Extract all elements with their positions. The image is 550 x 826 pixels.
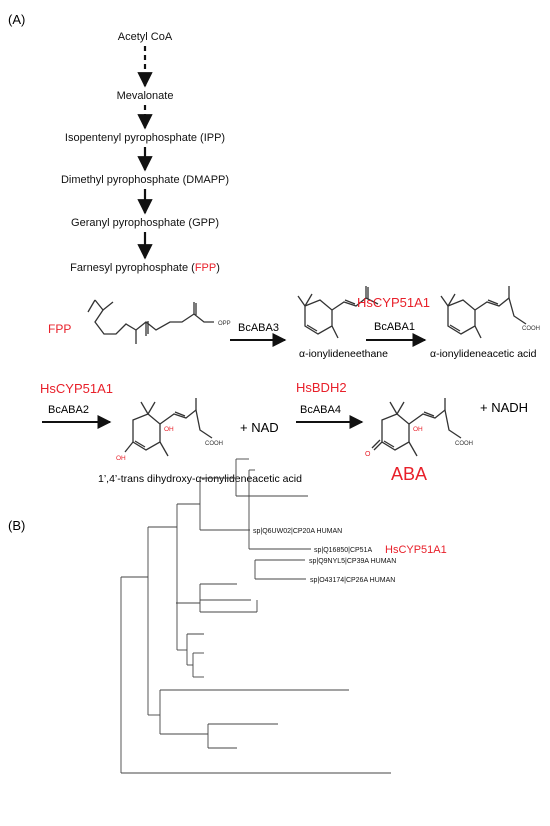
- cofactor-nad: + NAD: [240, 420, 279, 435]
- enzyme-bcaba4: BcABA4: [300, 404, 341, 416]
- phylogenetic-tree: [120, 458, 391, 774]
- panel-b-label: (B): [8, 518, 25, 533]
- dihydroxy-acid-structure: [124, 398, 213, 457]
- ionylideneacetic-acid-structure: [440, 286, 527, 339]
- ionylideneethane-label: α-ionylideneethane: [299, 348, 388, 360]
- cooh-label-3: COOH: [455, 441, 473, 447]
- ionylideneethane-structure: [297, 286, 379, 339]
- enzyme-bcaba3: BcABA3: [238, 322, 279, 334]
- enzyme-bcaba2: BcABA2: [48, 404, 89, 416]
- enzyme-hsbdh2: HsBDH2: [296, 380, 347, 395]
- ketone-o-label: O: [365, 451, 371, 458]
- pathway-acetyl-coa: Acetyl CoA: [118, 31, 173, 43]
- enzyme-hscyp51a1-2: HsCYP51A1: [40, 381, 113, 396]
- pathway-mevalonate: Mevalonate: [117, 90, 174, 102]
- pathway-fpp: Farnesyl pyrophosphate (FPP): [70, 262, 220, 274]
- aba-structure: [371, 398, 462, 457]
- opp-group-label: OPP: [218, 321, 231, 327]
- oh-label-3: OH: [413, 426, 423, 433]
- leaf-q6uw02: sp|Q6UW02|CP20A HUMAN: [253, 528, 342, 535]
- aba-label: ABA: [391, 464, 427, 484]
- leaf-q16850: sp|Q16850|CP51A: [314, 547, 372, 554]
- cofactor-nadh: + NADH: [480, 400, 528, 415]
- panel-a-label: (A): [8, 12, 25, 27]
- oh-label-2: OH: [116, 455, 126, 462]
- leaf-q9nyl5: sp|Q9NYL5|CP39A HUMAN: [309, 558, 396, 565]
- leaf-o43174: sp|O43174|CP26A HUMAN: [310, 577, 395, 584]
- pathway-ipp: Isopentenyl pyrophosphate (IPP): [65, 132, 225, 144]
- ionylideneacetic-acid-label: α-ionylideneacetic acid: [430, 348, 537, 360]
- fpp-structure: [87, 299, 214, 344]
- pathway-gpp: Geranyl pyrophosphate (GPP): [71, 217, 219, 229]
- fpp-label: FPP: [48, 322, 71, 336]
- cooh-label-1: COOH: [522, 326, 540, 332]
- oh-label-1: OH: [164, 426, 174, 433]
- leaf-tag-hscyp51a1: HsCYP51A1: [385, 544, 447, 556]
- cooh-label-2: COOH: [205, 441, 223, 447]
- enzyme-hscyp51a1-1: HsCYP51A1: [357, 295, 430, 310]
- enzyme-bcaba1: BcABA1: [374, 321, 415, 333]
- pathway-dmapp: Dimethyl pyrophosphate (DMAPP): [61, 174, 229, 186]
